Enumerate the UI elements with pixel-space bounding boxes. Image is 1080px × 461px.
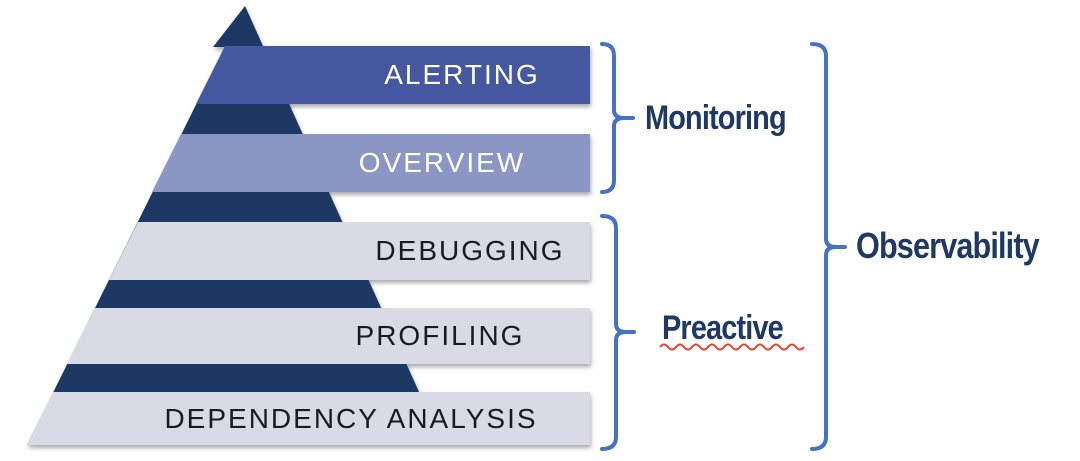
band-shape-overview [152,134,590,192]
spellcheck-squiggle [659,343,805,351]
band-label-debugging: DEBUGGING [375,235,565,266]
band-label-profiling: PROFILING [355,320,525,351]
preactive-bracket [600,214,636,451]
observability-bracket [810,42,847,451]
group-label-preactive: Preactive [662,309,784,347]
band-shape-debugging [109,222,590,280]
group-label-monitoring: Monitoring [645,99,787,137]
band-shape-profiling [67,308,590,364]
pyramid-peak-triangle [213,6,263,47]
monitoring-bracket [600,42,635,194]
band-label-overview: OVERVIEW [358,147,526,178]
band-label-alerting: ALERTING [384,59,540,90]
group-label-observability: Observability [856,225,1040,266]
band-shape-alerting [196,46,590,104]
band-label-dependency-analysis: DEPENDENCY ANALYSIS [164,402,538,434]
band-shape-dependency-analysis [27,392,590,445]
